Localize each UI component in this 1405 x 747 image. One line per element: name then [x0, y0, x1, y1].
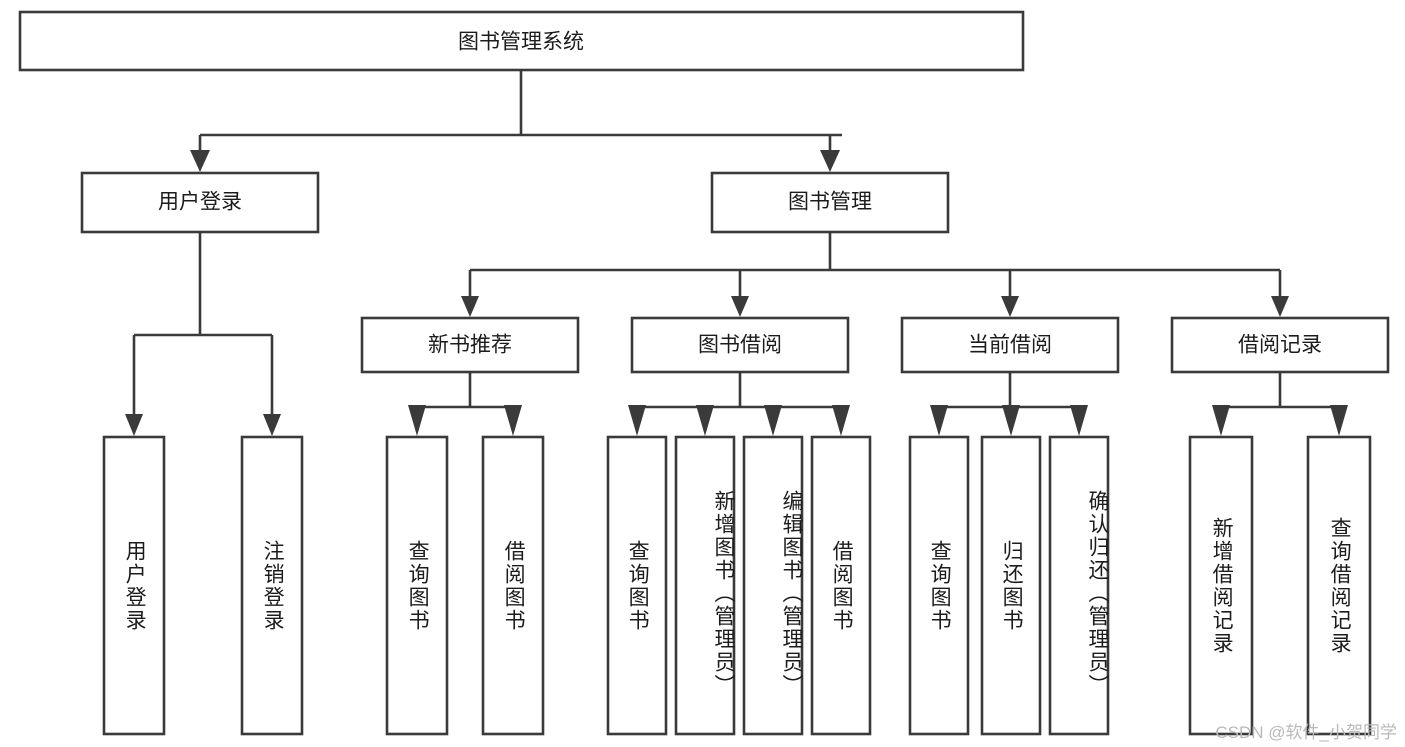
arrow-head-book-borrow: [731, 296, 749, 317]
connector-group-borrow-records: [1212, 372, 1348, 436]
node-book-borrow-box[interactable]: [630, 316, 850, 374]
arrow-head-query-record: [1330, 405, 1348, 436]
node-current-borrow[interactable]: 当前借阅: [900, 316, 1120, 374]
node-new-book-rec[interactable]: 新书推荐: [360, 316, 580, 374]
arrow-head-borrow-book-2: [832, 405, 850, 436]
node-leaf-query-book-2-box[interactable]: [606, 435, 668, 736]
arrow-head-book-mgmt: [820, 150, 840, 172]
node-leaf-user-login-box[interactable]: [102, 435, 166, 736]
csdn-watermark: CSDN @软件_小贺同学: [1215, 723, 1397, 742]
node-book-mgmt[interactable]: 图书管理: [710, 171, 950, 234]
node-leaf-add-record-box[interactable]: [1188, 435, 1254, 736]
arrow-head-query-book-2: [628, 405, 646, 436]
arrow-head-leaf-logout: [263, 414, 281, 436]
arrow-head-return-book: [1002, 405, 1020, 436]
node-leaf-add-book-box[interactable]: [674, 435, 736, 736]
node-leaf-borrow-book-2-box[interactable]: [810, 435, 872, 736]
arrow-head-edit-book: [764, 405, 782, 436]
node-current-borrow-label: 当前借阅: [968, 334, 1052, 357]
node-leaf-confirm-return-box[interactable]: [1048, 435, 1110, 736]
arrow-head-query-book-1: [408, 405, 426, 436]
node-borrow-records[interactable]: 借阅记录: [1170, 316, 1390, 374]
connector-group-root: [190, 70, 842, 172]
node-leaf-query-book-3-box[interactable]: [908, 435, 970, 736]
node-user-login[interactable]: 用户登录: [80, 171, 320, 234]
node-new-book-rec-label: 新书推荐: [428, 334, 512, 357]
node-new-book-rec-box[interactable]: [360, 316, 580, 374]
arrow-head-current-borrow: [1001, 296, 1019, 317]
node-leaf-edit-book-box[interactable]: [742, 435, 804, 736]
node-leaf-logout-box[interactable]: [240, 435, 304, 736]
node-user-login-box[interactable]: [80, 171, 320, 234]
node-leaf-query-book-1-box[interactable]: [385, 435, 449, 736]
node-leaf-borrow-book-1-box[interactable]: [481, 435, 545, 736]
node-leaf-query-record-box[interactable]: [1306, 435, 1372, 736]
node-root-label: 图书管理系统: [458, 31, 584, 54]
connector-group-user-login: [125, 232, 281, 436]
node-book-borrow-label: 图书借阅: [698, 334, 782, 357]
arrow-head-query-book-3: [930, 405, 948, 436]
node-borrow-records-box[interactable]: [1170, 316, 1390, 374]
node-current-borrow-box[interactable]: [900, 316, 1120, 374]
node-book-mgmt-box[interactable]: [710, 171, 950, 234]
arrow-head-add-record: [1212, 405, 1230, 436]
connector-group-current-borrow: [930, 372, 1088, 436]
arrow-head-leaf-user-login: [125, 414, 143, 436]
node-root-box[interactable]: [18, 10, 1025, 72]
arrow-head-confirm-return: [1070, 405, 1088, 436]
node-user-login-label: 用户登录: [158, 191, 242, 214]
node-book-borrow[interactable]: 图书借阅: [630, 316, 850, 374]
node-borrow-records-label: 借阅记录: [1238, 334, 1322, 357]
arrow-head-add-book: [696, 405, 714, 436]
arrow-head-borrow-records: [1271, 296, 1289, 317]
node-book-mgmt-label: 图书管理: [788, 191, 872, 214]
connector-group-new-book-rec: [408, 372, 522, 436]
connector-group-book-mgmt: [461, 232, 1289, 317]
arrow-head-user-login: [190, 150, 210, 172]
node-root[interactable]: 图书管理系统: [18, 10, 1025, 72]
connector-group-book-borrow: [628, 372, 850, 436]
arrow-head-new-book-rec: [461, 296, 479, 317]
node-leaf-return-book-box[interactable]: [980, 435, 1042, 736]
arrow-head-borrow-book-1: [504, 405, 522, 436]
